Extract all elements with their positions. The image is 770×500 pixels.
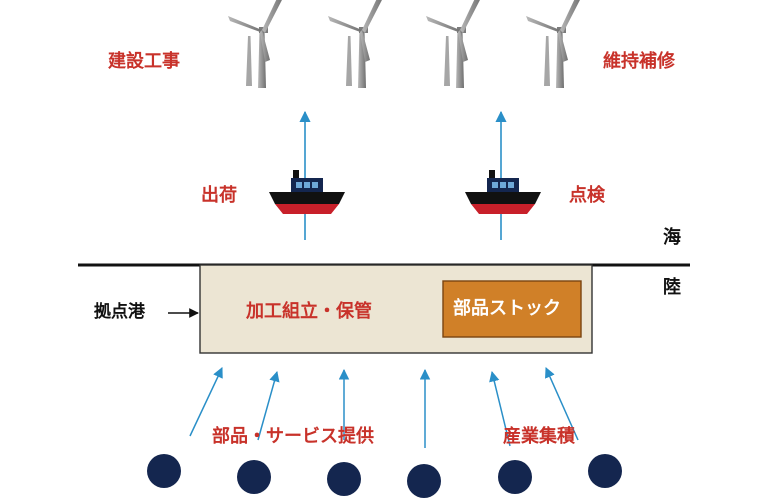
parts-service-label: 部品・サービス提供 (212, 426, 374, 447)
assembly-label: 加工組立・保管 (246, 301, 372, 322)
maintenance-label: 維持補修 (603, 51, 675, 72)
shipping-label: 出荷 (201, 185, 237, 206)
sea-label: 海 (663, 227, 681, 248)
parts-stock-label: 部品ストック (453, 298, 561, 319)
construction-label: 建設工事 (108, 51, 180, 72)
land-label: 陸 (663, 277, 681, 298)
industry-cluster-label: 産業集積 (503, 426, 575, 447)
ship-icon (465, 170, 541, 214)
parts-stock-box (442, 280, 582, 338)
supply-arrows (189, 367, 579, 448)
wind-turbine-icon (228, 0, 582, 88)
base-port-label: 拠点港 (94, 302, 145, 322)
supplier-circle-icon (147, 454, 622, 498)
inspection-label: 点検 (569, 185, 605, 206)
ship-icon (269, 170, 345, 214)
